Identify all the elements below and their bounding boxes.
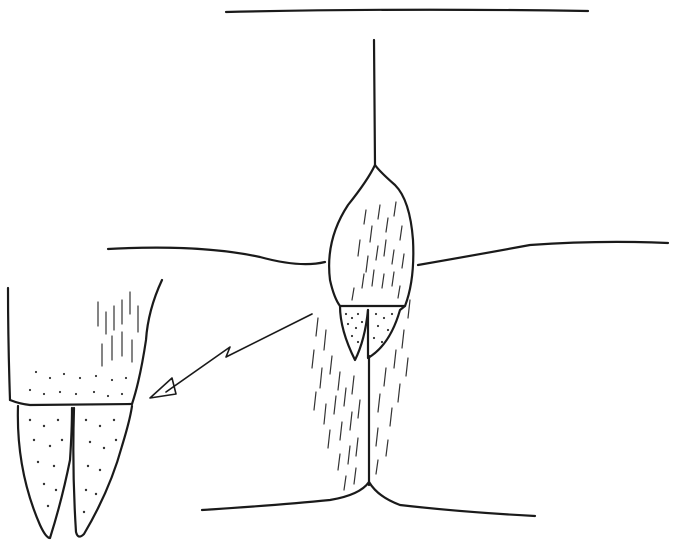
detail-base-line (10, 400, 132, 405)
middle-boundary-line-left (108, 248, 325, 265)
detail-hairs (98, 292, 138, 366)
detail-stipple-band (29, 371, 127, 397)
upper-sheath-hairs (352, 202, 404, 300)
left-lobe-outline (340, 306, 368, 360)
top-boundary-line (226, 10, 588, 12)
lower-body-hairs-left (312, 318, 360, 490)
bottom-boundary-line (202, 482, 535, 516)
detail-left-edge (8, 288, 10, 400)
right-lobe-outline (368, 306, 405, 358)
detail-right-edge (132, 280, 162, 404)
upper-vertical-line (374, 40, 375, 165)
middle-boundary-line-right (418, 242, 668, 265)
detail-right-lobe (73, 406, 132, 537)
pointer-arrow-line (166, 314, 312, 392)
lower-body-hairs-right (376, 300, 410, 474)
